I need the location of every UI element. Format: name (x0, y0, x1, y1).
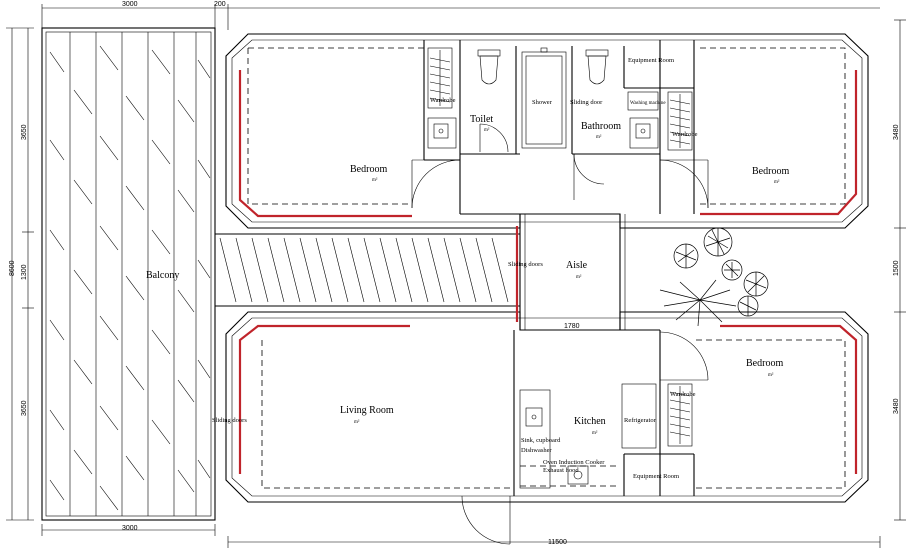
dim-top-left: 3000 (122, 1, 138, 8)
dimension-lines (6, 4, 906, 548)
washing-machine-label: Washing machine (630, 101, 666, 106)
bathroom-label: Bathroom (581, 121, 621, 132)
wardrobe-lower-right (667, 383, 693, 447)
kitchen-label: Kitchen (574, 416, 606, 427)
aisle: Aisle m² Sliding doors (508, 214, 626, 330)
equipment-top-label: Equipment Room (628, 57, 674, 64)
bedroom-upper-left-label: Bedroom (350, 164, 387, 175)
exhaust-label: Exhaust hood (543, 467, 579, 474)
wardrobe-upper-left (427, 47, 453, 109)
equipment-bottom-label: Equipment Room (633, 473, 679, 480)
living-room-unit: m² (354, 419, 360, 425)
upper-interior-walls (423, 40, 695, 215)
aisle-area-unit: m² (576, 274, 582, 280)
lower-interior-walls (513, 329, 695, 496)
bathroom-fixtures (585, 49, 659, 149)
dim-left-upper: 3650 (21, 124, 28, 140)
doors (411, 123, 709, 545)
shower-label: Shower (532, 99, 553, 106)
dishwasher-label: Dishwasher (521, 447, 553, 454)
wardrobe-upper-right (667, 91, 693, 151)
dim-bottom-total: 11500 (548, 539, 567, 546)
refrigerator-label: Refrigerator (624, 417, 657, 424)
dim-left-mid: 1300 (21, 264, 28, 280)
fixture-labels: Sliding door Sliding doors Washing machi… (212, 99, 666, 474)
aisle-label: Aisle (566, 260, 588, 271)
sliding-door-bath-label: Sliding door (570, 99, 603, 106)
wardrobe-label-b: Wardrobe (672, 131, 698, 138)
room-labels: Bedroom m² Bedroom m² Bedroom m² Toilet … (340, 57, 789, 480)
bedroom-upper-right-unit: m² (774, 179, 780, 185)
aisle-sliding-doors-label: Sliding doors (508, 261, 543, 268)
sink-label: Sink, cupboard (521, 437, 561, 444)
upper-module (225, 33, 869, 229)
dim-right-mid: 1500 (893, 260, 900, 276)
dim-right-lower: 3480 (893, 398, 900, 414)
oven-label: Oven Induction Cooker (543, 459, 605, 466)
dim-bottom-left: 3000 (122, 525, 138, 532)
bedroom-lower-right-unit: m² (768, 372, 774, 378)
dim-left-total: 8600 (9, 260, 16, 276)
toilet-label: Toilet (470, 114, 493, 125)
dim-left-lower: 3650 (21, 400, 28, 416)
balcony-deck-planks (49, 32, 211, 516)
balcony: Balcony (41, 27, 216, 521)
sliding-doors-living-label: Sliding doors (212, 417, 247, 424)
bathroom-unit: m² (596, 134, 602, 140)
dimension-labels: 3000 200 3000 11500 8600 3650 1300 3650 … (9, 1, 900, 546)
living-room-label: Living Room (340, 405, 394, 416)
link-deck (215, 233, 520, 307)
bedroom-upper-right-label: Bedroom (752, 166, 789, 177)
balcony-label: Balcony (146, 270, 179, 281)
kitchen-fixtures (519, 383, 657, 489)
dim-right-upper: 3480 (893, 124, 900, 140)
dim-aisle-width: 1780 (564, 323, 580, 330)
toilet-fixtures (427, 49, 501, 149)
dim-top-gap: 200 (214, 1, 226, 8)
toilet-unit: m² (484, 127, 490, 133)
bedroom-upper-left-unit: m² (372, 177, 378, 183)
bedroom-lower-right-label: Bedroom (746, 358, 783, 369)
shower-fixtures (521, 47, 567, 149)
plant-cluster (659, 227, 769, 327)
kitchen-unit: m² (592, 430, 598, 436)
wardrobe-label-c: Wardrobe (670, 391, 696, 398)
wardrobe-label-a: Wardrobe (430, 97, 456, 104)
